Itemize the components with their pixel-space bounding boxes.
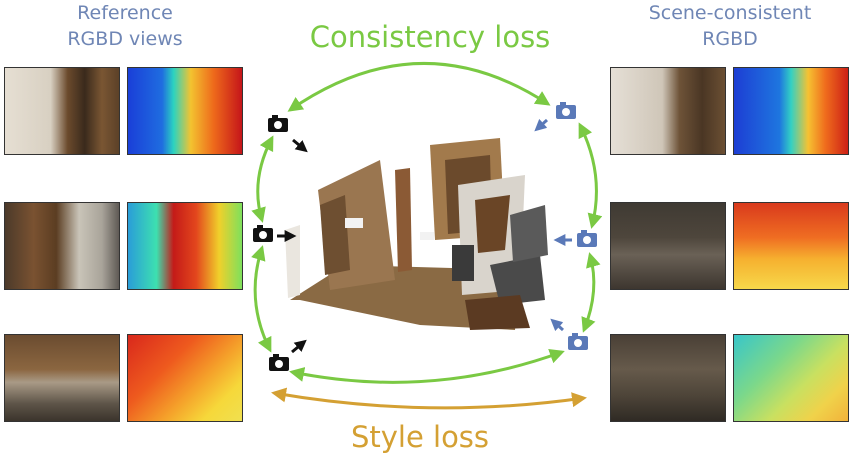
- scene-consistent-header: Scene-consistent RGBD: [620, 0, 840, 52]
- reference-depth-1: [127, 67, 243, 155]
- consistent-depth-3: [733, 334, 849, 422]
- right-camera-arrows: [534, 118, 572, 332]
- reference-rgb-1: [4, 67, 120, 155]
- reference-header-line1: Reference: [77, 2, 173, 24]
- point-cloud-scene: [285, 138, 548, 330]
- consistent-depth-1: [733, 67, 849, 155]
- left-camera-arrows: [277, 138, 308, 354]
- camera-icon: [269, 354, 289, 371]
- scene-consistent-header-line2: RGBD: [702, 28, 758, 50]
- consistent-rgb-1: [610, 67, 726, 155]
- consistent-rgb-2: [610, 202, 726, 290]
- consistency-loss-arrows: [251, 62, 603, 384]
- reference-rgb-3: [4, 334, 120, 422]
- consistent-depth-2: [733, 202, 849, 290]
- reference-header: Reference RGBD views: [30, 0, 220, 52]
- camera-icon: [268, 115, 288, 132]
- style-loss-label: Style loss: [350, 420, 490, 454]
- camera-icon: [556, 102, 576, 119]
- camera-icon: [253, 225, 273, 242]
- reference-depth-3: [127, 334, 243, 422]
- consistent-rgb-3: [610, 334, 726, 422]
- reference-rgb-2: [4, 202, 120, 290]
- camera-icon: [568, 333, 588, 350]
- reference-depth-2: [127, 202, 243, 290]
- style-loss-arrow: [271, 387, 587, 410]
- scene-consistent-header-line1: Scene-consistent: [648, 2, 812, 24]
- camera-icon: [577, 230, 597, 247]
- reference-header-line2: RGBD views: [67, 28, 183, 50]
- consistency-loss-label: Consistency loss: [309, 20, 551, 54]
